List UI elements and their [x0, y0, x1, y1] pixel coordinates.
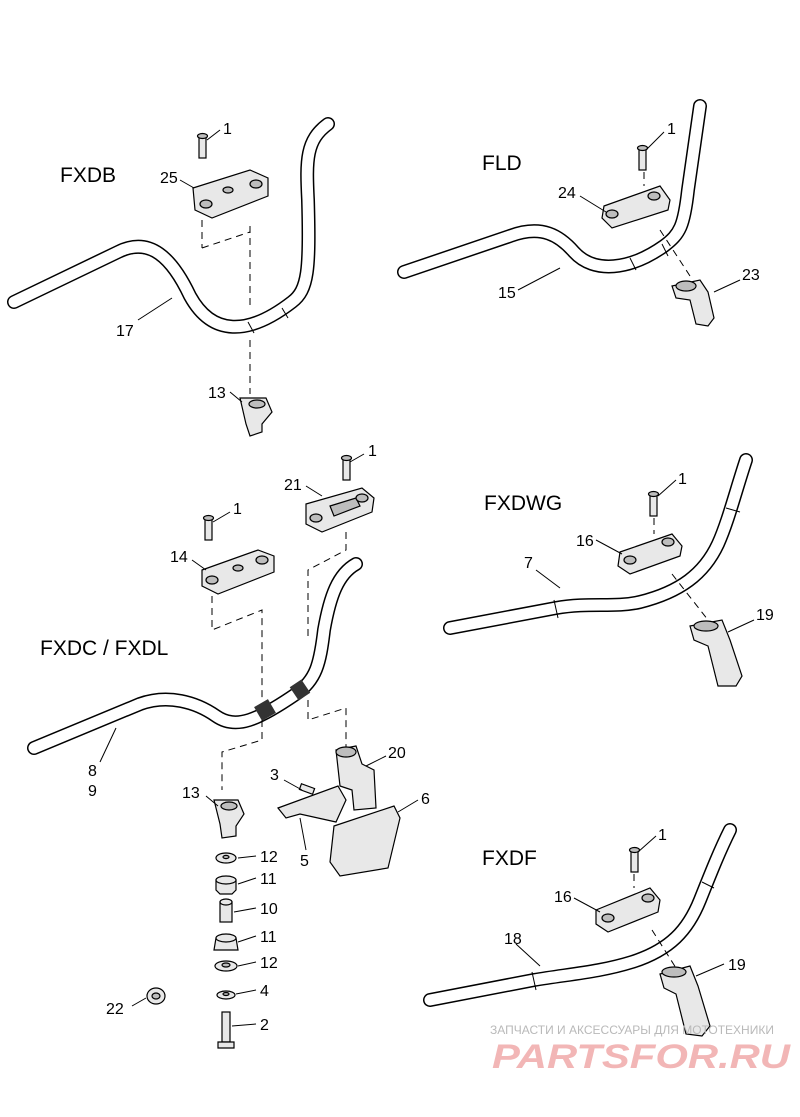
- fxdf-handlebar-fill: [424, 824, 736, 1006]
- fxdc-bracket-5: [277, 785, 347, 823]
- callout-fxdc-2: 2: [260, 1017, 269, 1034]
- callout-fld-24: 24: [558, 185, 576, 202]
- callout-fxdb-13: 13: [208, 385, 226, 402]
- callout-fxdb-25: 25: [160, 170, 178, 187]
- callout-fxdc-12b: 12: [260, 955, 278, 972]
- callout-fxdc-3: 3: [270, 767, 279, 784]
- fxdc-bushing-11b: [213, 933, 239, 951]
- fxdf-top-clamp: [595, 887, 661, 933]
- callout-fxdwg-16: 16: [576, 533, 594, 550]
- fxdwg-handlebar-fill: [444, 454, 752, 634]
- callout-fxdc-10: 10: [260, 901, 278, 918]
- fxdf-assembly: FXDF 1 16 18 19: [423, 823, 746, 1037]
- callout-fxdc-12a: 12: [260, 849, 278, 866]
- fxdb-riser: [239, 397, 273, 437]
- fxdc-bushing-11a: [215, 875, 237, 895]
- fxdc-bolt-3: [298, 783, 316, 795]
- fxdb-assembly: FXDB 1 25 17 13: [7, 117, 335, 437]
- fxdc-handlebar-fill: [28, 558, 362, 754]
- fxdc-top-clamp-14: [201, 549, 275, 595]
- fxdf-riser: [659, 965, 711, 1037]
- fxdb-model-label: FXDB: [60, 164, 116, 187]
- fxdwg-riser: [689, 619, 743, 687]
- fld-screw: [636, 144, 649, 171]
- callout-fxdwg-7: 7: [524, 555, 533, 572]
- callout-fxdc-5: 5: [300, 853, 309, 870]
- fxdc-washer-12b: [214, 960, 238, 972]
- callout-fxdc-8: 8: [88, 763, 97, 780]
- fxdb-top-clamp: [192, 169, 269, 219]
- callout-fxdc-14: 14: [170, 549, 188, 566]
- fld-top-clamp: [601, 185, 671, 229]
- fxdwg-top-clamp: [617, 533, 683, 575]
- callout-fxdc-11b: 11: [260, 929, 277, 946]
- callout-fld-15: 15: [498, 285, 516, 302]
- callout-fxdc-13: 13: [182, 785, 200, 802]
- fxdc-assembly: FXDC / FXDL 1 21 1 14 8 9 3 20 6 5 13 12…: [27, 443, 430, 1049]
- watermark: ЗАПЧАСТИ И АКСЕССУАРЫ ДЛЯ МОТОТЕХНИКИ PA…: [490, 1023, 792, 1076]
- fxdc-washer-12a: [215, 852, 237, 864]
- callout-fxdc-22: 22: [106, 1001, 124, 1018]
- callout-fxdf-1: 1: [658, 827, 667, 844]
- fld-assembly: FLD 1 24 15 23: [397, 99, 760, 327]
- fxdc-riser-20: [335, 745, 377, 811]
- callout-fxdwg-1: 1: [678, 471, 687, 488]
- fxdc-cover-6: [329, 805, 401, 877]
- watermark-tagline: ЗАПЧАСТИ И АКСЕССУАРЫ ДЛЯ МОТОТЕХНИКИ: [490, 1023, 774, 1037]
- fxdf-model-label: FXDF: [482, 847, 537, 870]
- callout-fxdc-1a: 1: [368, 443, 377, 460]
- callout-fxdf-19: 19: [728, 957, 746, 974]
- fxdwg-assembly: FXDWG 1 16 7 19: [443, 453, 774, 687]
- fxdc-riser-13: [213, 799, 245, 839]
- callout-fxdc-4: 4: [260, 983, 269, 1000]
- fld-riser: [671, 279, 715, 327]
- callout-fxdc-21: 21: [284, 477, 302, 494]
- fxdc-washer-4: [216, 990, 236, 1000]
- callout-fxdb-17: 17: [116, 323, 134, 340]
- callout-fxdf-18: 18: [504, 931, 522, 948]
- fld-handlebar-fill: [398, 100, 706, 278]
- fxdc-spacer-10: [219, 898, 233, 923]
- watermark-brand: PARTSFOR.RU: [492, 1038, 792, 1076]
- fxdwg-screw: [647, 490, 660, 517]
- callout-fxdwg-19: 19: [756, 607, 774, 624]
- callout-fld-1: 1: [667, 121, 676, 138]
- fxdc-knurl: [254, 679, 311, 721]
- fxdc-bolt-2: [217, 1011, 235, 1049]
- fld-model-label: FLD: [482, 152, 522, 175]
- callout-fxdc-6: 6: [421, 791, 430, 808]
- fxdb-screw: [196, 132, 209, 159]
- fxdwg-model-label: FXDWG: [484, 492, 562, 515]
- fxdb-handlebar-fill: [8, 118, 334, 333]
- callout-fxdc-11a: 11: [260, 871, 277, 888]
- callout-fxdc-9: 9: [88, 783, 97, 800]
- fxdb-handlebar: [7, 117, 335, 334]
- fxdc-top-clamp-21: [305, 487, 375, 533]
- callout-fxdc-20: 20: [388, 745, 406, 762]
- callout-fxdc-1b: 1: [233, 501, 242, 518]
- callout-fxdb-1: 1: [223, 121, 232, 138]
- callout-fld-23: 23: [742, 267, 760, 284]
- fxdc-clip-22: [146, 987, 166, 1005]
- callout-fxdf-16: 16: [554, 889, 572, 906]
- fxdc-screw-b: [202, 514, 215, 541]
- fxdf-screw: [628, 846, 641, 873]
- fxdc-screw-a: [340, 454, 353, 481]
- fxdc-model-label: FXDC / FXDL: [40, 637, 168, 660]
